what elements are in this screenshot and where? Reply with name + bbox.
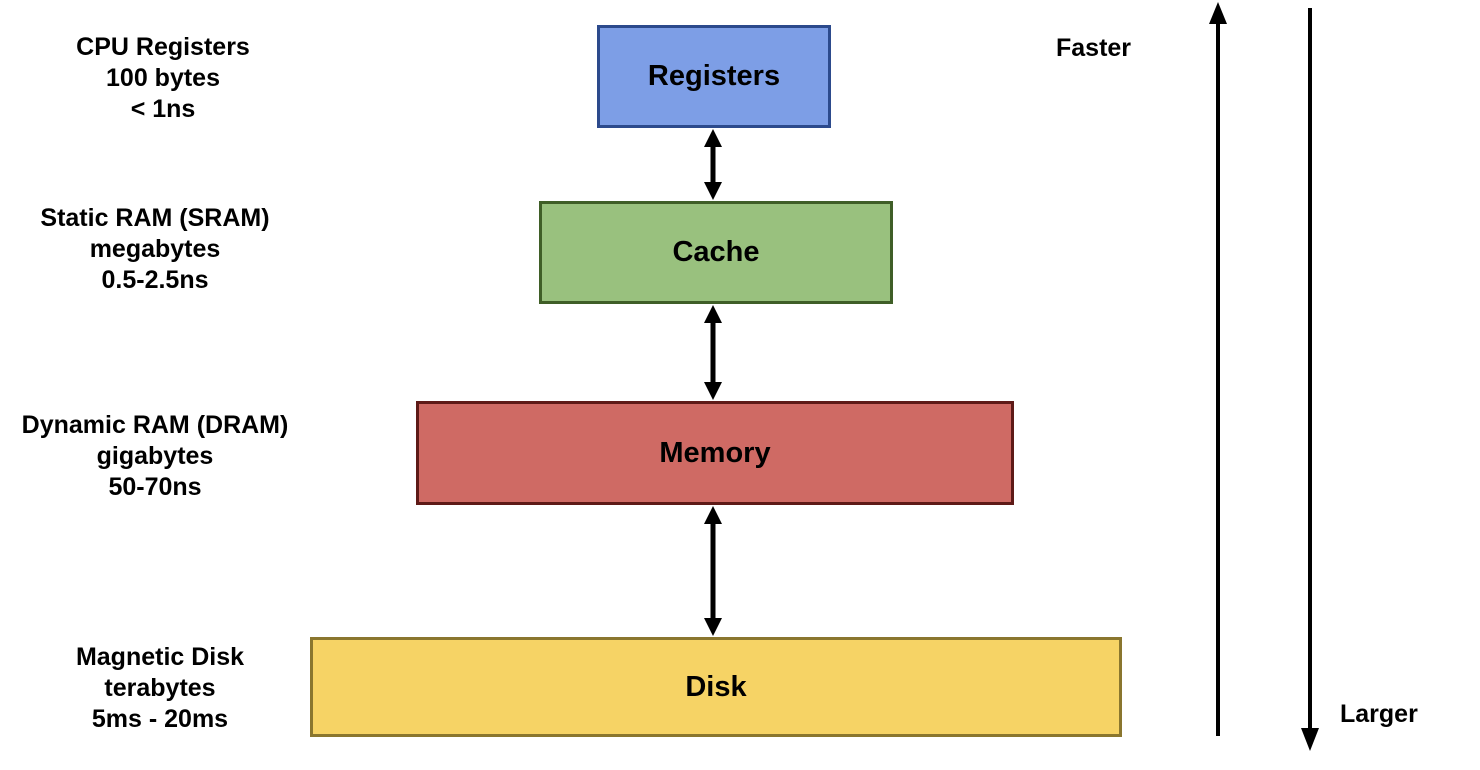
level-latency: 0.5-2.5ns [101,266,209,294]
level-capacity: megabytes [89,235,221,263]
cache-memory-arrow [704,305,722,400]
memory-disk-arrow [704,506,722,636]
larger-down-arrow [1301,8,1319,751]
disk-box: Disk [310,637,1122,737]
faster-label: Faster [1056,34,1132,62]
level-label-dram: Dynamic RAM (DRAM) gigabytes 50-70ns [0,410,315,503]
larger-label: Larger [1340,700,1418,728]
level-capacity: terabytes [104,674,216,702]
level-latency: 50-70ns [108,473,202,501]
level-label-sram: Static RAM (SRAM) megabytes 0.5-2.5ns [0,203,315,296]
registers-cache-arrow [704,129,722,200]
level-latency: 5ms - 20ms [91,705,229,733]
disk-box-label: Disk [685,670,747,703]
registers-box: Registers [597,25,831,128]
cache-box: Cache [539,201,893,304]
level-capacity: gigabytes [96,442,214,470]
registers-box-label: Registers [647,60,781,92]
level-label-disk: Magnetic Disk terabytes 5ms - 20ms [0,642,320,735]
level-name: Static RAM (SRAM) [40,204,270,232]
level-latency: < 1ns [130,95,196,123]
level-label-registers: CPU Registers 100 bytes < 1ns [3,32,323,125]
memory-box-label: Memory [659,436,771,469]
level-name: CPU Registers [76,33,250,61]
faster-up-arrow [1209,2,1227,736]
cache-box-label: Cache [672,236,760,268]
level-name: Magnetic Disk [75,643,245,671]
memory-box: Memory [416,401,1014,505]
level-name: Dynamic RAM (DRAM) [21,411,289,439]
level-capacity: 100 bytes [106,64,220,92]
